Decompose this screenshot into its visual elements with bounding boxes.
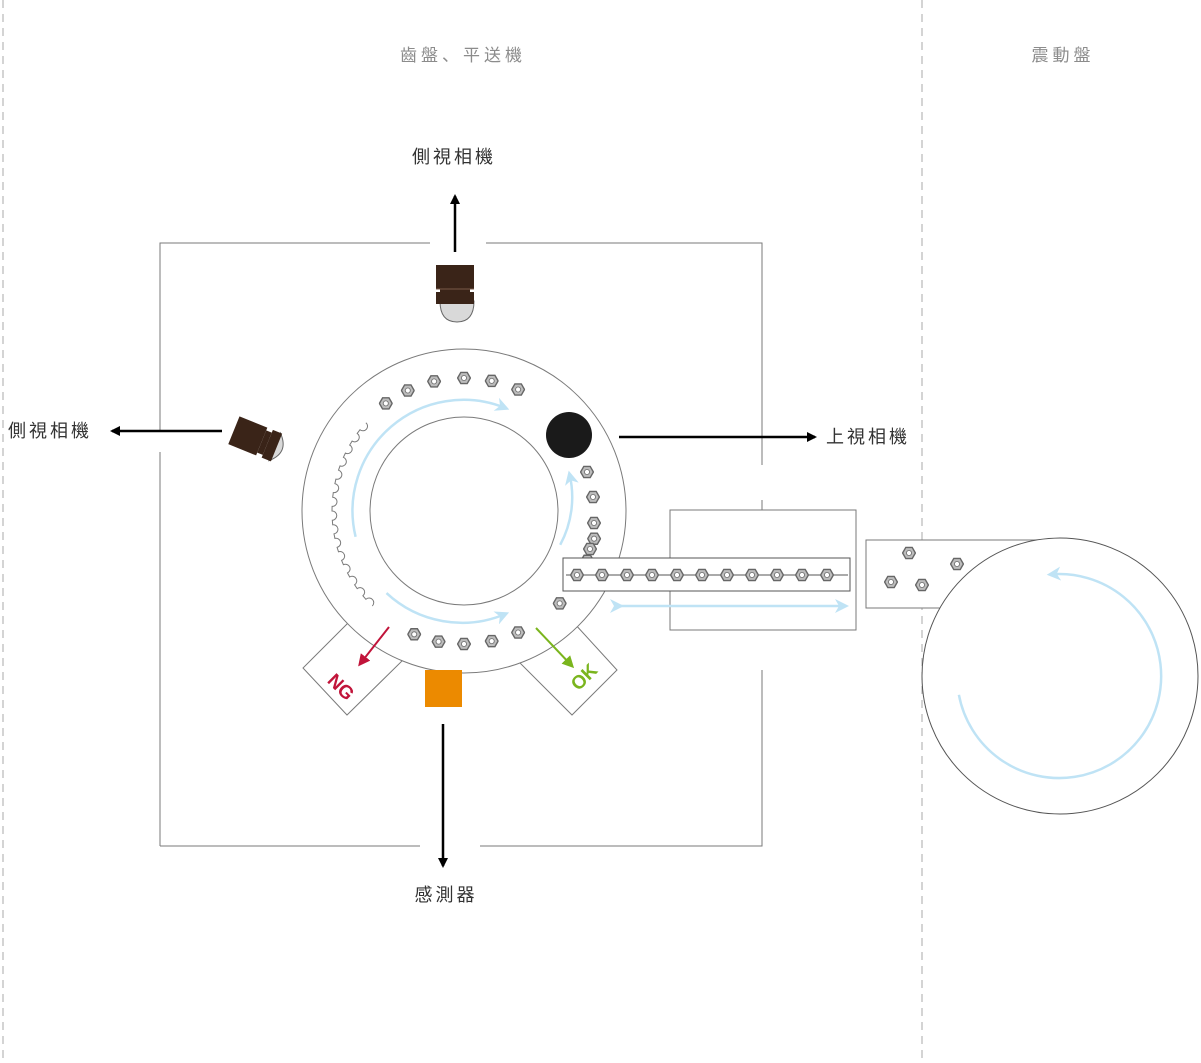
nut-part (820, 568, 834, 582)
nut-part (645, 568, 659, 582)
nut-part (400, 384, 415, 397)
nut-part (484, 374, 499, 388)
nut-part (427, 375, 442, 388)
ng-arrow (358, 626, 390, 667)
nut-part (552, 597, 567, 610)
nut-part (595, 568, 609, 582)
gear-rotation-arrow-bottom (385, 592, 510, 625)
side-camera-left-label: 側視相機 (8, 421, 92, 442)
nut-part (586, 490, 600, 504)
sensor-label: 感測器 (414, 885, 478, 906)
top-camera-label: 上視相機 (826, 427, 910, 448)
nut-part (484, 634, 499, 648)
nut-part (587, 532, 602, 545)
nut-part (587, 516, 601, 530)
nut-part (745, 568, 759, 582)
gear-disc-inner (369, 416, 559, 606)
nut-part (695, 568, 709, 582)
nut-part (378, 397, 393, 410)
side-camera-top-icon (436, 265, 475, 323)
top-camera-icon (546, 412, 592, 458)
sensor-block (425, 670, 462, 707)
side-camera-top-label: 側視相機 (412, 147, 496, 168)
nut-part (407, 628, 422, 641)
nut-part (431, 635, 446, 648)
bowl-rotation-arrow (957, 566, 1163, 780)
nut-part (670, 568, 684, 582)
nut-part (620, 568, 634, 582)
nut-part (720, 568, 734, 582)
nut-part (770, 568, 784, 582)
side-camera-left-icon (228, 416, 284, 462)
nut-part (511, 383, 526, 396)
nut-part (457, 637, 471, 651)
nut-part (580, 465, 594, 479)
gear-teeth-ring (331, 422, 375, 607)
vibratory-bowl (921, 537, 1199, 815)
nut-part (795, 568, 809, 582)
nut-part (570, 568, 584, 582)
ok-arrow (535, 627, 575, 669)
nut-part (583, 542, 597, 556)
nut-part (511, 626, 526, 639)
gear-rotation-arrow-right (559, 470, 579, 546)
nut-part (457, 371, 471, 385)
section-title-vibratory: 震動盤 (1031, 46, 1095, 66)
section-title-gear-linear: 齒盤、平送機 (400, 46, 526, 66)
gear-rotation-arrow-top (351, 397, 510, 538)
